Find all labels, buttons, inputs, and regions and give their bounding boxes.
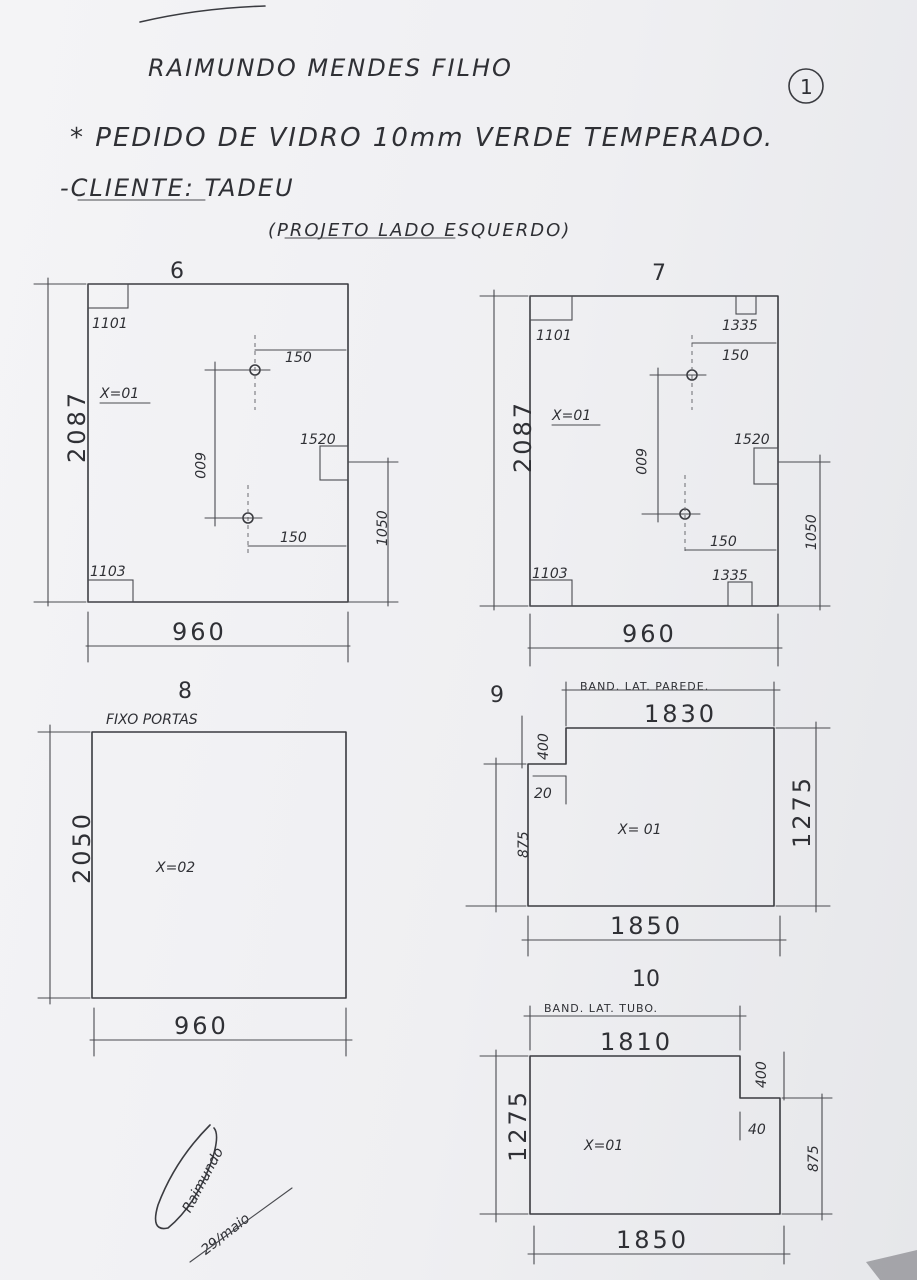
piece-10-right-height: 875 <box>806 1145 822 1172</box>
piece-8-width: 960 <box>174 1012 229 1040</box>
piece-7-number: 7 <box>652 261 666 286</box>
piece-6-cut-right <box>319 445 349 481</box>
piece-6: 6 1101 1103 1520 X=01 600 150 150 2087 <box>33 259 399 663</box>
page-number: 1 <box>800 75 813 99</box>
piece-6-cut-top-left-label: 1101 <box>92 316 128 332</box>
piece-9-notch-width: 20 <box>534 786 552 802</box>
piece-10-label: BAND. LAT. TUBO. <box>544 1002 658 1015</box>
page-corner-shadow <box>866 1250 917 1280</box>
piece-8: 8 FIXO PORTAS X=02 2050 960 <box>37 679 353 1057</box>
header-project: (PROJETO LADO ESQUERDO) <box>268 220 571 241</box>
piece-7-cut-bottom-right-label: 1335 <box>712 568 748 584</box>
piece-9-label: BAND. LAT. PAREDE. <box>580 680 709 693</box>
piece-6-hole-bottom-offset: 150 <box>280 530 307 546</box>
piece-8-outline <box>91 731 347 999</box>
piece-7-cut-bottom-right <box>727 581 753 607</box>
piece-8-height: 2050 <box>68 811 96 884</box>
piece-9: 9 BAND. LAT. PAREDE. 1830 20 400 875 X= … <box>465 680 831 957</box>
piece-7-hole-bottom-offset: 150 <box>710 534 737 550</box>
piece-7-cut-top-left <box>529 295 573 321</box>
decorative-stroke <box>139 5 266 23</box>
piece-7-cut-right-label: 1520 <box>734 432 770 448</box>
piece-6-right-height: 1050 <box>375 510 391 546</box>
signature-date: 29/maio <box>198 1211 253 1259</box>
piece-6-hole-top-offset: 150 <box>285 350 312 366</box>
piece-6-hole-spacing: 600 <box>191 452 207 479</box>
header-order: * PEDIDO DE VIDRO 10mm VERDE TEMPERADO. <box>70 123 774 153</box>
piece-6-number: 6 <box>170 259 184 284</box>
piece-9-qty: X= 01 <box>617 822 662 838</box>
piece-9-bottom-width: 1850 <box>610 912 683 940</box>
piece-9-number: 9 <box>490 683 504 708</box>
piece-8-number: 8 <box>178 679 192 704</box>
piece-9-left-height: 875 <box>516 831 532 858</box>
piece-7-hole-spacing: 600 <box>632 448 648 475</box>
piece-7-cut-top-right-label: 1335 <box>722 318 758 334</box>
piece-7-right-height: 1050 <box>804 514 820 550</box>
piece-8-qty: X=02 <box>155 860 195 876</box>
piece-7-cut-top-left-label: 1101 <box>536 328 572 344</box>
piece-10-left-height: 1275 <box>504 1089 532 1162</box>
piece-6-cut-top-left <box>87 283 129 309</box>
piece-7-qty: X=01 <box>551 408 591 424</box>
header-name: RAIMUNDO MENDES FILHO <box>148 54 513 82</box>
piece-7-cut-right <box>753 447 779 485</box>
piece-10-top-width: 1810 <box>600 1028 673 1056</box>
piece-7-height: 2087 <box>509 400 537 473</box>
piece-6-cut-bottom-left <box>87 579 134 603</box>
piece-10-notch-width: 40 <box>748 1122 766 1138</box>
piece-7-hole-top-offset: 150 <box>722 348 749 364</box>
piece-9-top-width: 1830 <box>644 700 717 728</box>
header-client: -CLIENTE: TADEU <box>60 174 295 202</box>
piece-10-notch-height: 400 <box>754 1061 770 1088</box>
piece-6-width: 960 <box>172 618 227 646</box>
signature-name: Raimundo <box>180 1145 227 1215</box>
piece-10-qty: X=01 <box>583 1138 623 1154</box>
piece-9-right-height: 1275 <box>788 775 816 848</box>
signature: Raimundo 29/maio <box>154 1124 293 1263</box>
piece-10-bottom-width: 1850 <box>616 1226 689 1254</box>
piece-7-width: 960 <box>622 620 677 648</box>
piece-7: 7 1101 1335 1103 1335 1520 X=01 600 150 … <box>479 261 831 667</box>
piece-10: 10 BAND. LAT. TUBO. 1810 400 40 1275 X=0… <box>479 967 833 1265</box>
piece-6-cut-bottom-left-label: 1103 <box>90 564 126 580</box>
piece-6-height: 2087 <box>63 390 91 463</box>
piece-6-outline <box>87 283 349 603</box>
piece-10-number: 10 <box>632 967 660 992</box>
signature-stroke <box>154 1124 218 1230</box>
piece-9-outline <box>527 727 775 907</box>
piece-6-qty: X=01 <box>99 386 139 402</box>
piece-7-cut-bottom-left-label: 1103 <box>532 566 568 582</box>
piece-6-cut-right-label: 1520 <box>300 432 336 448</box>
piece-9-notch-height: 400 <box>536 733 552 760</box>
signature-date-underline <box>189 1187 293 1263</box>
page-number-circle <box>788 68 824 104</box>
piece-7-cut-bottom-left <box>529 579 573 607</box>
piece-7-cut-top-right <box>735 295 757 315</box>
piece-10-outline <box>529 1055 781 1215</box>
piece-8-label: FIXO PORTAS <box>106 712 198 728</box>
